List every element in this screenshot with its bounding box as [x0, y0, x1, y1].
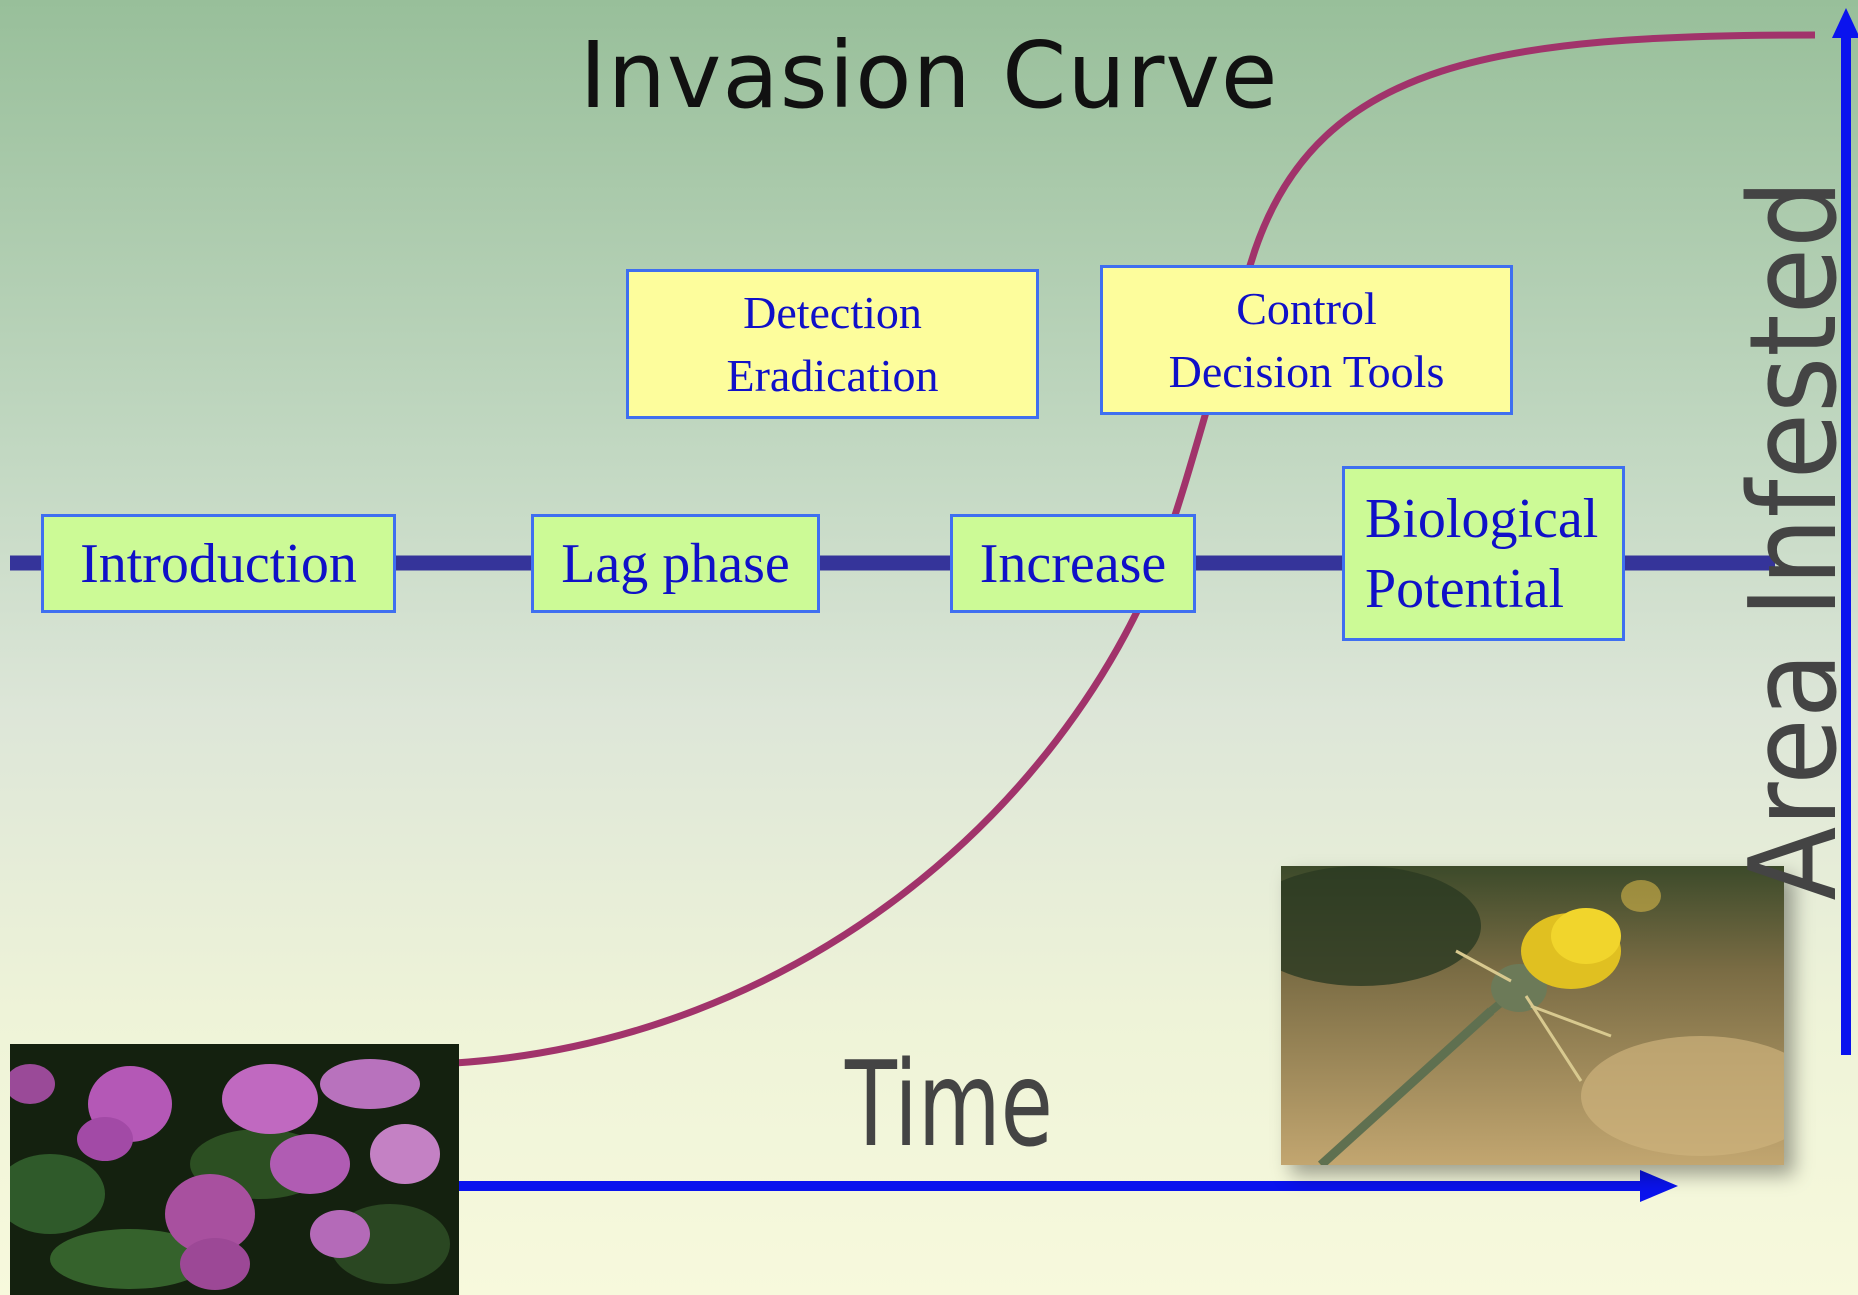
stage-increase-box: Increase	[950, 514, 1196, 613]
area-infested-axis-label: Area Infested	[1735, 179, 1855, 900]
eradication-label: Eradication	[726, 344, 938, 407]
detection-eradication-box: Detection Eradication	[626, 269, 1039, 419]
time-axis-label: Time	[845, 1045, 1053, 1163]
potential-label: Potential	[1365, 554, 1564, 624]
stage-introduction-box: Introduction	[41, 514, 396, 613]
diagram-title: Invasion Curve	[0, 30, 1858, 122]
time-axis-arrowhead	[1640, 1170, 1678, 1202]
increase-label: Increase	[980, 529, 1167, 599]
introduction-label: Introduction	[80, 529, 357, 599]
biological-label: Biological	[1365, 484, 1598, 554]
control-label: Control	[1236, 277, 1377, 340]
stage-lag-phase-box: Lag phase	[531, 514, 820, 613]
yellow-thistle-illustration	[1281, 866, 1784, 1165]
decision-tools-label: Decision Tools	[1169, 340, 1445, 403]
detection-label: Detection	[743, 281, 922, 344]
control-decision-tools-box: Control Decision Tools	[1100, 265, 1513, 415]
stage-biological-potential-box: Biological Potential	[1342, 466, 1625, 641]
lag-phase-label: Lag phase	[561, 529, 790, 599]
yellow-thistle-photo	[1281, 866, 1784, 1165]
purple-flower-illustration	[10, 1044, 459, 1295]
purple-flower-photo	[10, 1044, 459, 1295]
